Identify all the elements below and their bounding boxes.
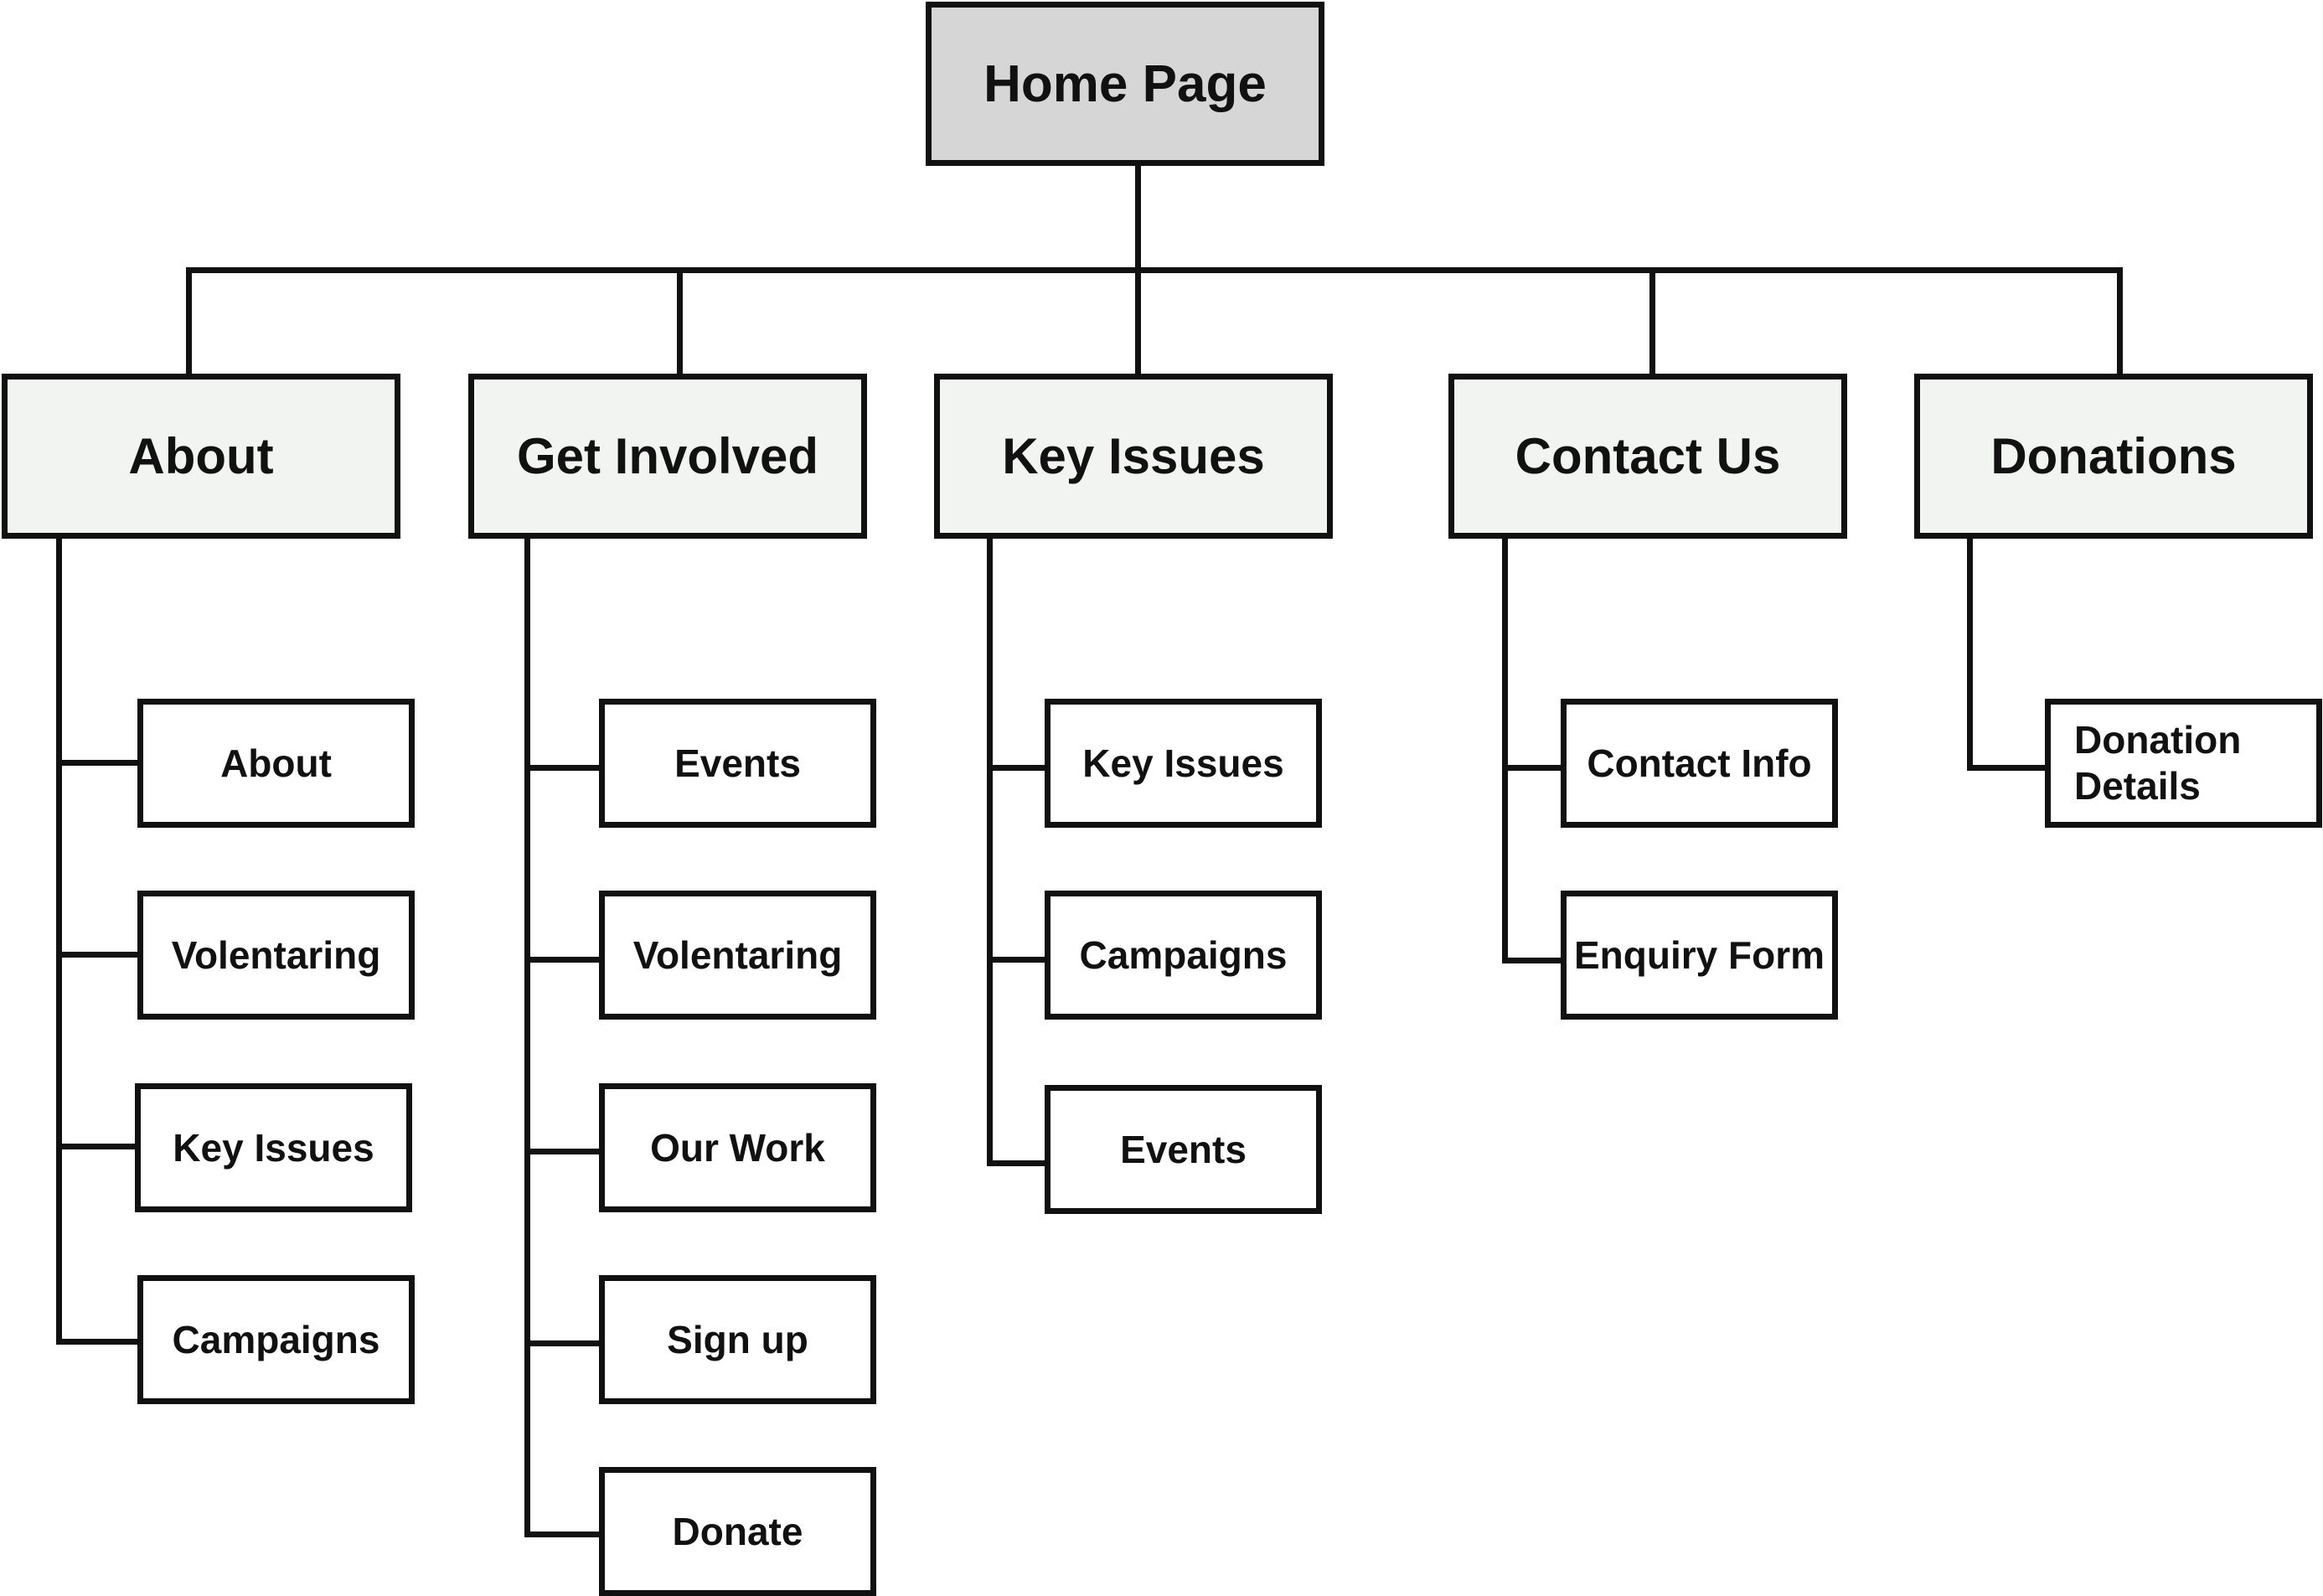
connector-horizontal-bar <box>186 267 2123 273</box>
page-node: Events <box>599 699 876 828</box>
page-node: Events <box>1045 1085 1322 1214</box>
section-label: Donations <box>1990 428 2237 484</box>
page-node: Sign up <box>599 1275 876 1404</box>
connector-about-branch <box>56 1339 143 1345</box>
page-label: Enquiry Form <box>1573 933 1825 977</box>
page-node: Enquiry Form <box>1561 891 1838 1020</box>
page-label: Campaigns <box>1079 933 1288 977</box>
section-label: Key Issues <box>1002 428 1265 484</box>
connector-get-involved-branch <box>524 1340 605 1346</box>
page-node: Volentaring <box>599 891 876 1020</box>
connector-contact-us-spine <box>1502 536 1508 963</box>
connector-contact-us-branch <box>1502 958 1567 963</box>
connector-key-issues-spine <box>987 536 993 1166</box>
connector-get-involved-drop <box>677 267 683 376</box>
page-label: Key Issues <box>1082 741 1284 785</box>
connector-donations-spine <box>1967 536 1973 771</box>
connector-about-drop <box>186 267 192 376</box>
page-node: Campaigns <box>137 1275 415 1404</box>
connector-root-stem <box>1135 162 1141 271</box>
connector-get-involved-branch <box>524 765 605 771</box>
page-label: Sign up <box>667 1318 808 1361</box>
page-label: Volentaring <box>632 933 843 977</box>
connector-key-issues-branch <box>987 1160 1051 1166</box>
connector-key-issues-branch <box>987 765 1051 771</box>
page-label: Donation Details <box>2074 717 2242 808</box>
section-label: About <box>128 428 274 484</box>
connector-get-involved-spine <box>524 536 530 1537</box>
page-node: Key Issues <box>135 1083 412 1212</box>
section-node-contact-us: Contact Us <box>1448 374 1847 539</box>
connector-about-branch <box>56 952 143 958</box>
connector-key-issues-drop <box>1135 267 1141 376</box>
page-label: Key Issues <box>173 1126 374 1170</box>
page-node: Donation Details <box>2045 699 2322 828</box>
connector-get-involved-branch <box>524 1531 605 1537</box>
page-node: Volentaring <box>137 891 415 1020</box>
section-node-donations: Donations <box>1914 374 2313 539</box>
connector-donations-branch <box>1967 765 2051 771</box>
section-node-key-issues: Key Issues <box>934 374 1333 539</box>
section-node-about: About <box>2 374 400 539</box>
section-label: Get Involved <box>516 428 819 484</box>
page-node: Key Issues <box>1045 699 1322 828</box>
connector-contact-us-branch <box>1502 765 1567 771</box>
section-node-get-involved: Get Involved <box>468 374 867 539</box>
page-node: Our Work <box>599 1083 876 1212</box>
connector-about-branch <box>56 760 143 766</box>
page-label: Events <box>1120 1128 1247 1171</box>
page-node: Campaigns <box>1045 891 1322 1020</box>
connector-key-issues-branch <box>987 957 1051 963</box>
page-label: About <box>220 741 332 785</box>
page-node: Contact Info <box>1561 699 1838 828</box>
page-label: Donate <box>672 1510 803 1553</box>
home-page-node: Home Page <box>926 2 1324 166</box>
connector-get-involved-branch <box>524 1149 605 1154</box>
page-label: Campaigns <box>172 1318 380 1361</box>
page-node: Donate <box>599 1467 876 1596</box>
page-label: Our Work <box>650 1126 825 1170</box>
page-node: About <box>137 699 415 828</box>
connector-donations-drop <box>2117 267 2123 376</box>
section-label: Contact Us <box>1515 428 1781 484</box>
page-label: Volentaring <box>171 933 381 977</box>
page-label: Contact Info <box>1587 741 1812 785</box>
connector-contact-us-drop <box>1649 267 1655 376</box>
page-label: Events <box>674 741 801 785</box>
home-page-label: Home Page <box>983 54 1267 113</box>
connector-get-involved-branch <box>524 957 605 963</box>
connector-about-spine <box>56 536 62 1345</box>
connector-about-branch <box>56 1144 141 1149</box>
